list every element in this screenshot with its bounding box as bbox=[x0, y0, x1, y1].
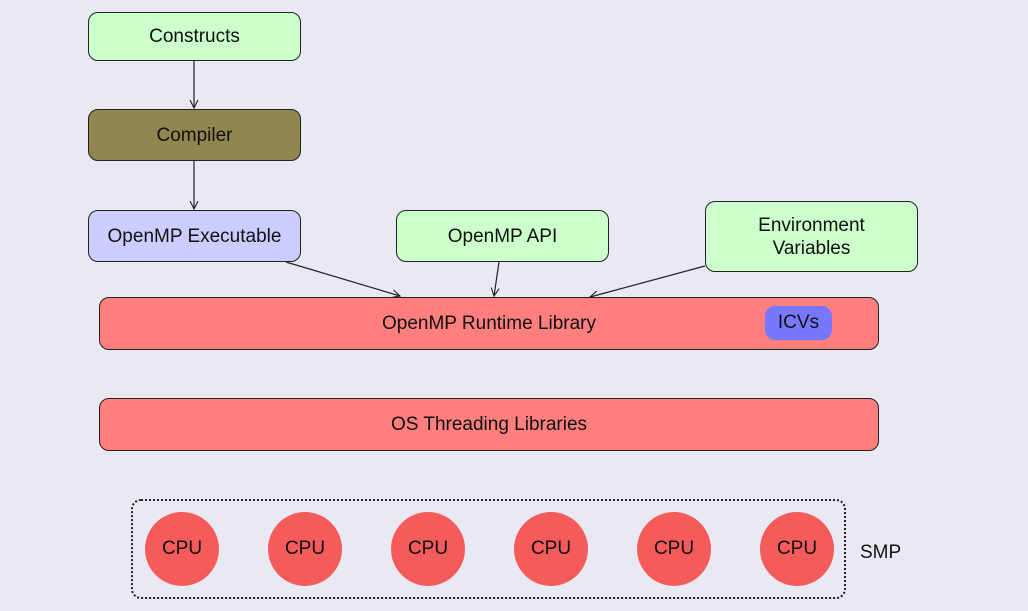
compiler-node: Compiler bbox=[88, 109, 301, 161]
arrow-api-to-runtime bbox=[494, 261, 500, 296]
openmp-executable-node: OpenMP Executable bbox=[88, 210, 301, 262]
cpu-label: CPU bbox=[284, 538, 326, 559]
cpu-node: CPU bbox=[760, 512, 834, 586]
icvs-badge: ICVs bbox=[765, 306, 832, 340]
os-threading-libraries-label: OS Threading Libraries bbox=[390, 414, 588, 435]
smp-frame bbox=[131, 499, 846, 599]
cpu-label: CPU bbox=[530, 538, 572, 559]
openmp-api-node: OpenMP API bbox=[396, 210, 609, 262]
smp-label: SMP bbox=[860, 542, 902, 563]
cpu-node: CPU bbox=[268, 512, 342, 586]
cpu-node: CPU bbox=[391, 512, 465, 586]
cpu-label: CPU bbox=[407, 538, 449, 559]
arrow-executable-to-runtime bbox=[285, 261, 400, 296]
cpu-node: CPU bbox=[145, 512, 219, 586]
cpu-label: CPU bbox=[161, 538, 203, 559]
environment-variables-label: Environment Variables bbox=[758, 214, 865, 259]
icvs-label: ICVs bbox=[777, 312, 820, 333]
environment-variables-node: Environment Variables bbox=[705, 201, 918, 272]
os-threading-libraries-node: OS Threading Libraries bbox=[99, 398, 879, 451]
arrow-env-to-runtime bbox=[590, 265, 706, 297]
cpu-node: CPU bbox=[514, 512, 588, 586]
openmp-executable-label: OpenMP Executable bbox=[107, 225, 282, 247]
constructs-node: Constructs bbox=[88, 12, 301, 61]
compiler-label: Compiler bbox=[156, 124, 233, 146]
cpu-label: CPU bbox=[653, 538, 695, 559]
openmp-runtime-library-node: OpenMP Runtime Library bbox=[99, 297, 879, 350]
cpu-label: CPU bbox=[776, 538, 818, 559]
openmp-api-label: OpenMP API bbox=[447, 225, 558, 247]
constructs-label: Constructs bbox=[149, 26, 240, 47]
openmp-runtime-library-label: OpenMP Runtime Library bbox=[381, 313, 597, 334]
cpu-node: CPU bbox=[637, 512, 711, 586]
